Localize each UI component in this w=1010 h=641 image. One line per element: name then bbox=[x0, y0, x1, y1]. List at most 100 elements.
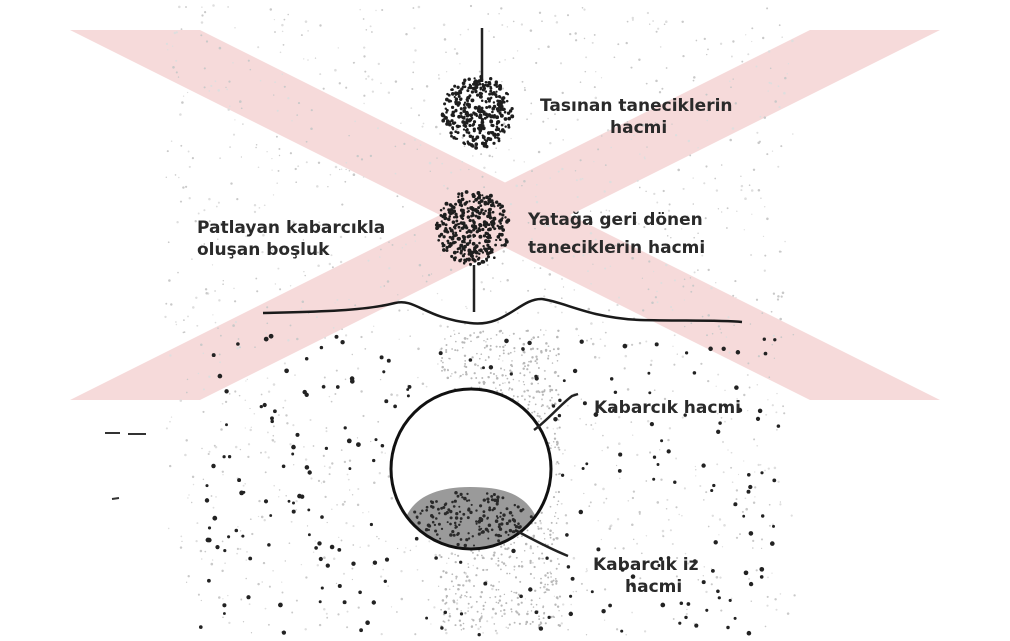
speckle bbox=[418, 6, 421, 9]
speckle bbox=[455, 593, 457, 595]
speckle bbox=[168, 241, 170, 243]
cluster-particle bbox=[460, 209, 463, 212]
speckle bbox=[217, 327, 219, 329]
speckle bbox=[483, 608, 485, 610]
speckle bbox=[769, 525, 771, 527]
speckle bbox=[479, 71, 481, 73]
cluster-particle bbox=[462, 81, 466, 85]
speckle bbox=[496, 632, 498, 634]
speckle bbox=[284, 86, 286, 88]
speckle bbox=[609, 181, 612, 184]
speckle bbox=[371, 79, 373, 81]
speckle bbox=[339, 169, 340, 170]
speckle bbox=[708, 269, 710, 271]
speckle bbox=[329, 466, 332, 469]
speckle bbox=[529, 401, 531, 403]
bed-particle bbox=[211, 464, 215, 468]
speckle bbox=[510, 352, 512, 354]
speckle bbox=[474, 363, 477, 366]
speckle bbox=[344, 461, 346, 463]
speckle bbox=[554, 596, 555, 597]
wake-particle bbox=[499, 516, 501, 518]
speckle bbox=[722, 441, 724, 443]
cluster-particle bbox=[470, 98, 474, 102]
bed-particle bbox=[307, 508, 310, 511]
bed-particle bbox=[208, 526, 211, 529]
bed-particle bbox=[712, 484, 715, 487]
speckle bbox=[305, 576, 307, 578]
speckle bbox=[274, 31, 276, 33]
speckle bbox=[594, 356, 597, 359]
speckle bbox=[590, 338, 592, 340]
speckle bbox=[428, 599, 430, 601]
bed-particle bbox=[718, 421, 721, 424]
speckle bbox=[508, 381, 510, 383]
speckle bbox=[229, 106, 231, 108]
speckle bbox=[537, 546, 539, 548]
speckle bbox=[538, 48, 540, 50]
wake-particle bbox=[488, 506, 491, 509]
speckle bbox=[559, 624, 562, 627]
speckle bbox=[379, 472, 381, 474]
speckle bbox=[509, 573, 511, 575]
bed-particle bbox=[761, 514, 764, 517]
speckle bbox=[675, 506, 677, 508]
speckle bbox=[363, 55, 365, 57]
speckle bbox=[633, 490, 635, 492]
speckle bbox=[494, 596, 496, 598]
bed-particle bbox=[510, 372, 513, 375]
bed-particle bbox=[408, 385, 412, 389]
speckle bbox=[198, 213, 200, 215]
cluster-particle bbox=[481, 83, 484, 86]
speckle bbox=[324, 376, 326, 378]
speckle bbox=[212, 559, 214, 561]
cluster-particle bbox=[504, 111, 507, 114]
wake-particle bbox=[463, 497, 467, 501]
speckle bbox=[175, 174, 177, 176]
bed-particle bbox=[569, 612, 573, 616]
speckle bbox=[495, 171, 497, 173]
speckle bbox=[598, 520, 599, 521]
wake-particle bbox=[517, 505, 520, 508]
speckle bbox=[532, 397, 534, 399]
speckle bbox=[769, 376, 771, 378]
bed-particle bbox=[205, 484, 208, 487]
speckle bbox=[480, 153, 482, 155]
speckle bbox=[550, 537, 552, 539]
bed-particle bbox=[647, 372, 650, 375]
speckle bbox=[379, 256, 381, 258]
speckle bbox=[567, 405, 568, 406]
speckle bbox=[573, 557, 576, 560]
speckle bbox=[733, 324, 735, 326]
speckle bbox=[553, 496, 555, 498]
speckle bbox=[463, 341, 465, 343]
wake-particle bbox=[462, 513, 465, 516]
speckle bbox=[495, 563, 496, 564]
wake-particle bbox=[468, 499, 470, 501]
bed-particle bbox=[573, 369, 577, 373]
speckle bbox=[550, 506, 552, 508]
speckle bbox=[751, 600, 752, 601]
bed-particle bbox=[535, 610, 539, 614]
speckle bbox=[236, 198, 238, 200]
speckle bbox=[340, 261, 342, 263]
cluster-particle bbox=[497, 120, 501, 124]
speckle bbox=[275, 283, 276, 284]
speckle bbox=[176, 324, 178, 326]
speckle bbox=[268, 391, 270, 393]
cluster-particle bbox=[466, 89, 469, 92]
bed-particle bbox=[483, 582, 487, 586]
speckle bbox=[489, 348, 491, 350]
speckle bbox=[306, 141, 308, 143]
cluster-particle bbox=[452, 128, 454, 130]
speckle bbox=[185, 186, 187, 188]
cluster-particle bbox=[442, 235, 445, 238]
cluster-particle bbox=[476, 94, 479, 97]
speckle bbox=[561, 168, 563, 170]
cluster-particle bbox=[486, 240, 489, 243]
speckle bbox=[582, 7, 584, 9]
speckle bbox=[329, 396, 330, 397]
speckle bbox=[744, 229, 745, 230]
speckle bbox=[249, 429, 251, 431]
speckle bbox=[329, 473, 331, 475]
